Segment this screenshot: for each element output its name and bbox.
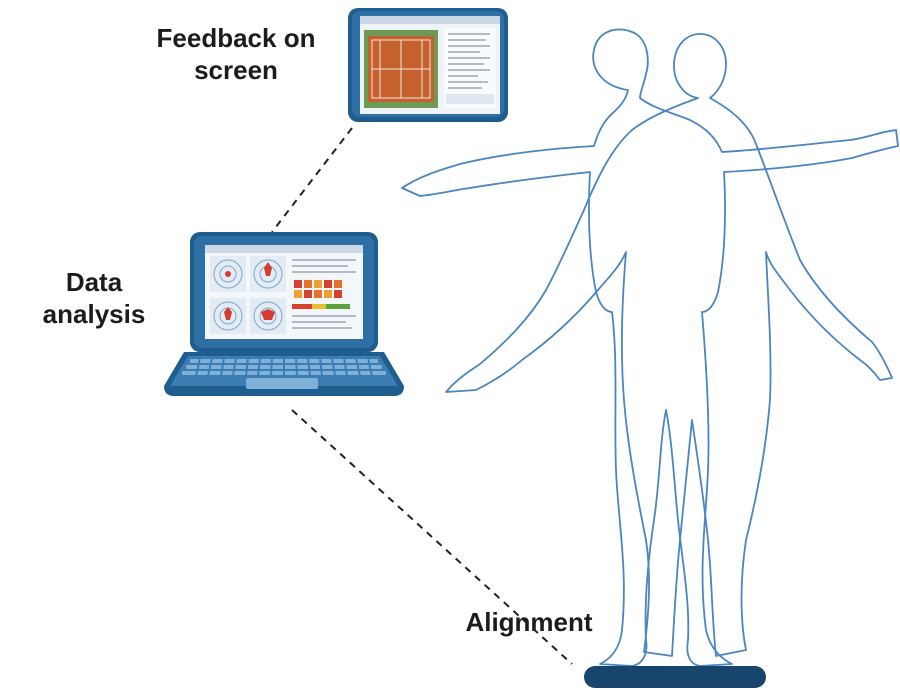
connector-monitor-to-laptop	[271, 127, 353, 233]
analysis-label-line2: analysis	[42, 299, 146, 329]
laptop-touchpad	[246, 378, 318, 389]
connector-lines	[271, 127, 573, 665]
alignment-label: Alignment	[465, 607, 593, 637]
connector-laptop-to-board	[291, 409, 573, 665]
human-silhouettes	[401, 28, 899, 667]
analysis-label-line1: Data	[65, 267, 123, 297]
feedback-label-line1: Feedback on	[156, 23, 316, 53]
monitor-icon	[348, 8, 508, 122]
feedback-label-line2: screen	[194, 55, 278, 85]
silhouette-front	[401, 28, 899, 667]
laptop-screen-plots	[210, 256, 286, 334]
data-analysis-label: Data analysis	[20, 266, 168, 330]
silhouette-back	[445, 33, 893, 657]
feedback-on-screen-label: Feedback on screen	[128, 22, 344, 86]
balance-board	[584, 666, 766, 688]
laptop-icon	[164, 232, 404, 396]
laptop-screen-results	[292, 259, 356, 329]
